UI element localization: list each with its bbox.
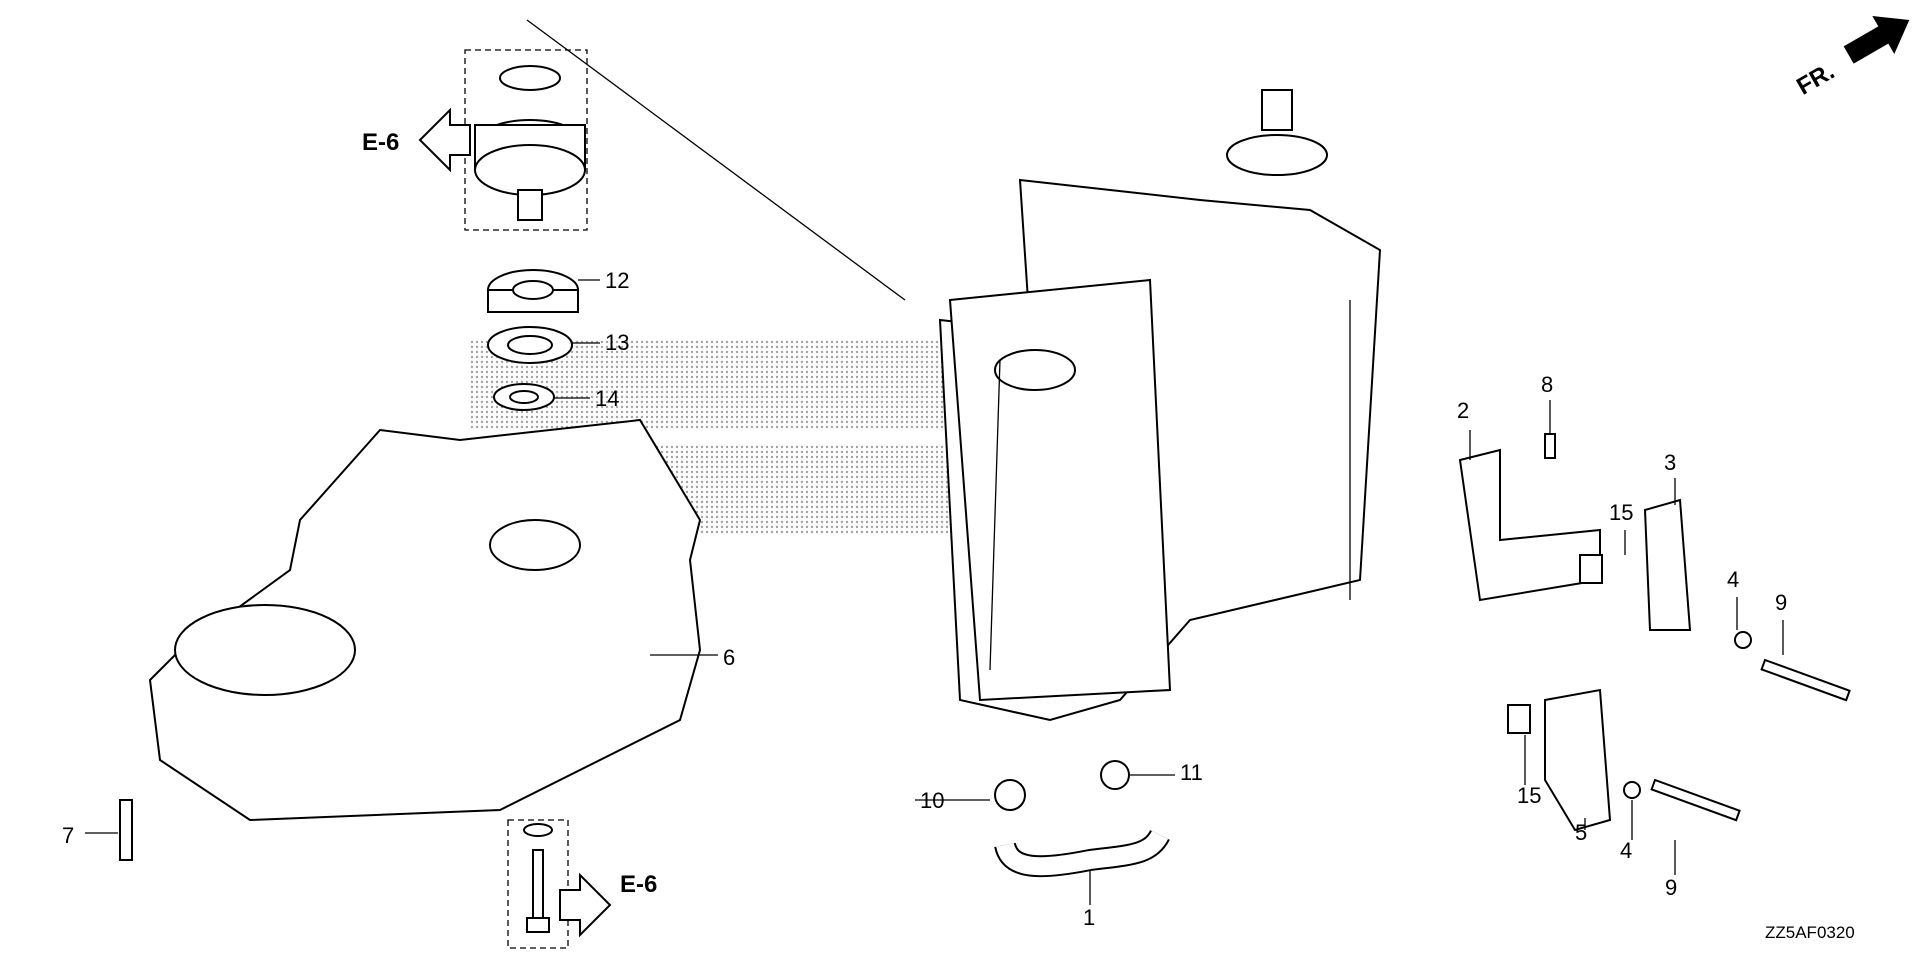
washer-4a <box>1734 631 1752 649</box>
engine-block <box>938 89 1382 722</box>
front-direction-indicator: FR. <box>1792 15 1910 101</box>
callout-4a[interactable]: 4 <box>1727 567 1739 592</box>
callout-4b[interactable]: 4 <box>1620 838 1632 863</box>
oil-seal-14 <box>493 383 555 411</box>
callout-6[interactable]: 6 <box>723 645 735 670</box>
extension-case-6 <box>148 418 702 822</box>
sensor-3 <box>1643 498 1692 631</box>
part-7 <box>119 799 133 861</box>
callout-9b[interactable]: 9 <box>1665 875 1677 900</box>
oil-seal-13 <box>487 326 573 364</box>
callout-15b[interactable]: 15 <box>1517 783 1541 808</box>
leader-lines <box>85 279 1784 905</box>
bolt-9b <box>1650 778 1741 822</box>
callout-8[interactable]: 8 <box>1541 372 1553 397</box>
callout-13[interactable]: 13 <box>605 330 629 355</box>
callout-5[interactable]: 5 <box>1575 820 1587 845</box>
bearing-12 <box>487 269 579 313</box>
callout-2[interactable]: 2 <box>1457 398 1469 423</box>
reference-arrow-top[interactable]: E-6 <box>362 107 471 173</box>
callout-9a[interactable]: 9 <box>1775 590 1787 615</box>
bolt-8 <box>1544 433 1556 459</box>
diagram-code: ZZ5AF0320 <box>1765 923 1855 942</box>
callout-12[interactable]: 12 <box>605 268 629 293</box>
front-arrow-icon <box>1843 15 1910 64</box>
bracket-2 <box>1458 448 1601 602</box>
collar-15b <box>1507 704 1531 734</box>
collar-15a <box>1579 554 1603 584</box>
callout-3[interactable]: 3 <box>1664 450 1676 475</box>
reference-arrow-bottom[interactable]: E-6 <box>559 871 657 938</box>
washer-4b <box>1623 781 1641 799</box>
clamp-10 <box>994 779 1026 811</box>
callout-14[interactable]: 14 <box>595 386 619 411</box>
clamp-11 <box>1100 760 1130 790</box>
callout-11[interactable]: 11 <box>1180 760 1203 785</box>
bolt-9a <box>1760 658 1851 702</box>
callout-1[interactable]: 1 <box>1083 905 1095 930</box>
reference-e6-top[interactable]: E-6 <box>362 129 399 156</box>
callout-15a[interactable]: 15 <box>1609 500 1633 525</box>
front-label: FR. <box>1792 58 1839 101</box>
reference-e6-bottom[interactable]: E-6 <box>620 871 657 898</box>
bolt-group <box>507 819 569 949</box>
gear-group <box>464 49 588 231</box>
callout-7[interactable]: 7 <box>62 823 74 848</box>
cover-5 <box>1544 688 1612 832</box>
